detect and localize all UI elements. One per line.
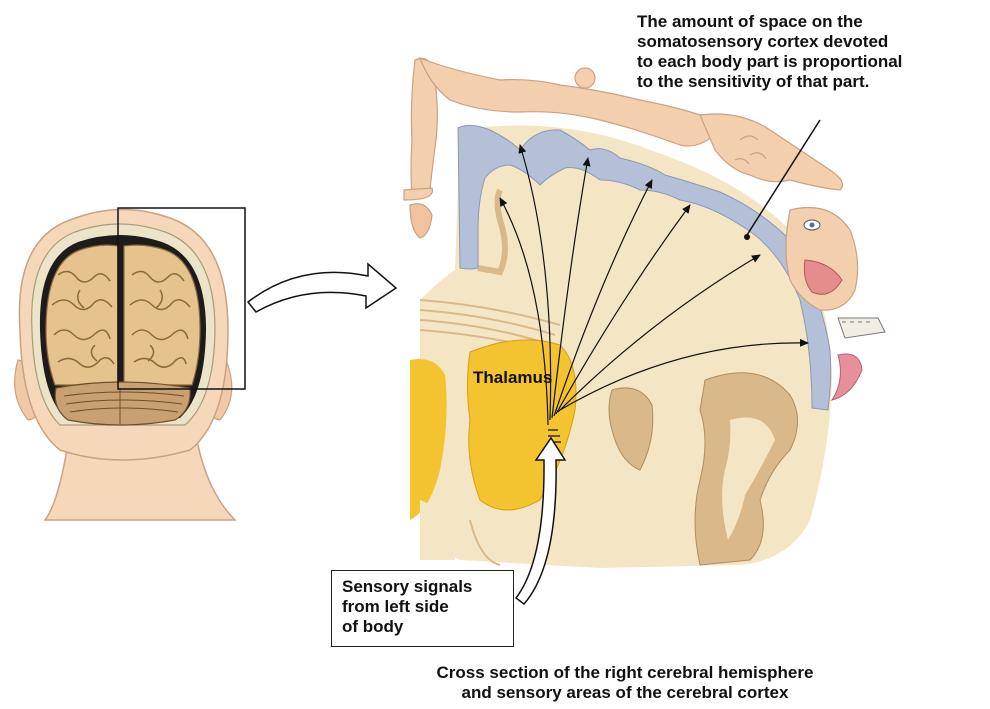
figure-caption: Cross section of the right cerebral hemi… <box>330 663 920 703</box>
cortex-annotation: The amount of space on the somatosensory… <box>637 12 987 92</box>
annotation-line-4: to the sensitivity of that part. <box>637 72 987 92</box>
sensory-signals-box: Sensory signals from left side of body <box>331 570 514 647</box>
annotation-bold-term: somatosensory cortex <box>637 32 818 51</box>
thalamus-label: Thalamus <box>473 368 552 388</box>
annotation-pointer-dot <box>744 234 750 240</box>
transition-arrow <box>248 264 396 312</box>
signals-line-3: of body <box>342 617 503 637</box>
signals-line-1: Sensory signals <box>342 577 503 597</box>
cross-section <box>410 125 832 568</box>
annotation-line-3: to each body part is proportional <box>637 52 987 72</box>
head-illustration <box>15 209 235 520</box>
annotation-line-2: somatosensory cortex devoted <box>637 32 987 52</box>
annotation-line-1: The amount of space on the <box>637 12 987 32</box>
caption-line-2: and sensory areas of the cerebral cortex <box>330 683 920 703</box>
annotation-line-2-rest: devoted <box>818 32 888 51</box>
caption-line-1: Cross section of the right cerebral hemi… <box>330 663 920 683</box>
signals-line-2: from left side <box>342 597 503 617</box>
